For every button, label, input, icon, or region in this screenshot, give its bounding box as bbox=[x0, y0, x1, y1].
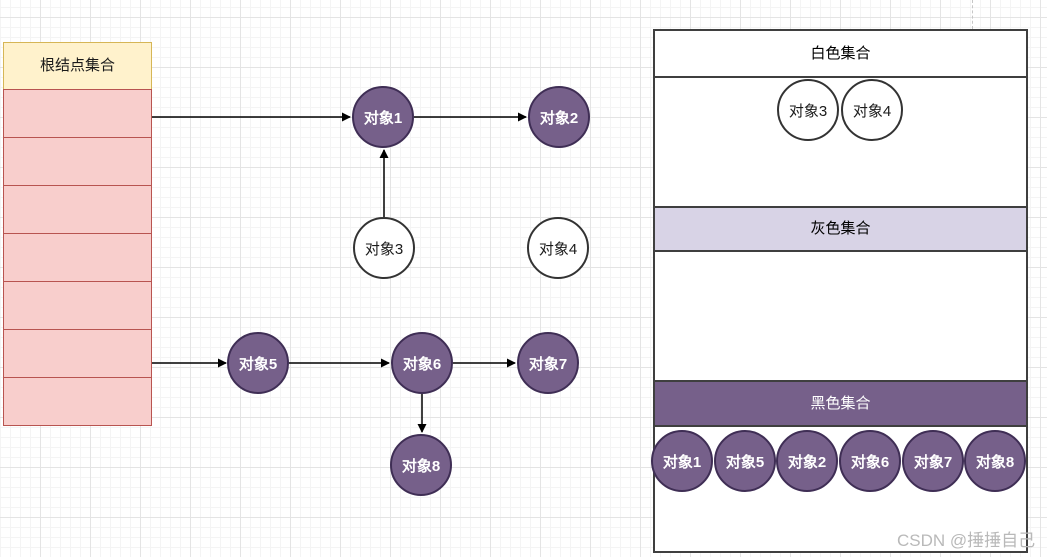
root-set-row[interactable] bbox=[3, 185, 152, 234]
white-set-node-obj3[interactable]: 对象3 bbox=[777, 79, 839, 141]
node-label: 对象7 bbox=[913, 453, 953, 471]
node-label: 对象4 bbox=[538, 240, 578, 258]
node-label: 对象1 bbox=[662, 453, 702, 471]
node-label: 对象5 bbox=[238, 355, 278, 373]
root-set-table[interactable]: 根结点集合 bbox=[3, 42, 152, 426]
root-set-title: 根结点集合 bbox=[3, 42, 152, 90]
node-label: 对象2 bbox=[539, 109, 579, 127]
node-label: 对象5 bbox=[725, 453, 765, 471]
black-set-node-obj7[interactable]: 对象7 bbox=[902, 430, 964, 492]
white-set-header[interactable]: 白色集合 bbox=[655, 31, 1026, 78]
gray-set-header[interactable]: 灰色集合 bbox=[655, 206, 1026, 252]
black-set-node-obj8[interactable]: 对象8 bbox=[964, 430, 1026, 492]
node-label: 对象7 bbox=[528, 355, 568, 373]
black-set-node-obj1[interactable]: 对象1 bbox=[651, 430, 713, 492]
white-set-node-obj4[interactable]: 对象4 bbox=[841, 79, 903, 141]
root-set-row[interactable] bbox=[3, 137, 152, 186]
graph-node-obj2[interactable]: 对象2 bbox=[528, 86, 590, 148]
root-set-row[interactable] bbox=[3, 329, 152, 378]
node-label: 对象1 bbox=[363, 109, 403, 127]
graph-node-obj6[interactable]: 对象6 bbox=[391, 332, 453, 394]
node-label: 对象6 bbox=[402, 355, 442, 373]
node-label: 对象6 bbox=[850, 453, 890, 471]
graph-node-obj1[interactable]: 对象1 bbox=[352, 86, 414, 148]
graph-node-obj3[interactable]: 对象3 bbox=[353, 217, 415, 279]
gray-set-title: 灰色集合 bbox=[810, 220, 871, 237]
root-set-row[interactable] bbox=[3, 89, 152, 138]
white-set-title: 白色集合 bbox=[810, 45, 871, 62]
graph-node-obj4[interactable]: 对象4 bbox=[527, 217, 589, 279]
watermark: CSDN @捶捶自己 bbox=[897, 531, 1036, 550]
node-label: 对象8 bbox=[975, 453, 1015, 471]
node-label: 对象3 bbox=[788, 102, 828, 120]
graph-node-obj5[interactable]: 对象5 bbox=[227, 332, 289, 394]
root-set-row[interactable] bbox=[3, 281, 152, 330]
black-set-node-obj2[interactable]: 对象2 bbox=[776, 430, 838, 492]
root-set-row[interactable] bbox=[3, 377, 152, 426]
graph-node-obj8[interactable]: 对象8 bbox=[390, 434, 452, 496]
graph-node-obj7[interactable]: 对象7 bbox=[517, 332, 579, 394]
node-label: 对象3 bbox=[364, 240, 404, 258]
page-guide-line bbox=[972, 0, 973, 29]
root-set-row[interactable] bbox=[3, 233, 152, 282]
black-set-title: 黑色集合 bbox=[810, 395, 871, 412]
node-label: 对象8 bbox=[401, 457, 441, 475]
black-set-node-obj6[interactable]: 对象6 bbox=[839, 430, 901, 492]
black-set-header[interactable]: 黑色集合 bbox=[655, 380, 1026, 427]
node-label: 对象4 bbox=[852, 102, 892, 120]
node-label: 对象2 bbox=[787, 453, 827, 471]
black-set-node-obj5[interactable]: 对象5 bbox=[714, 430, 776, 492]
